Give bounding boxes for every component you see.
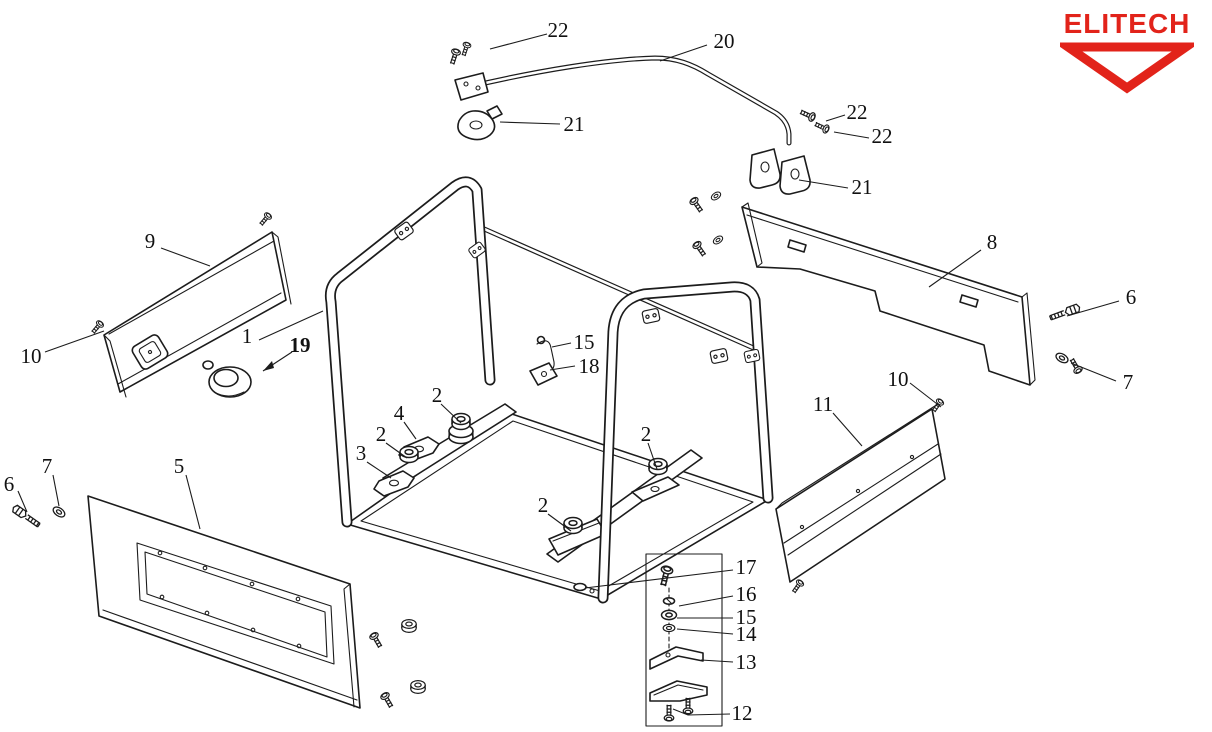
part-2-nut bbox=[563, 516, 583, 535]
callout-3: 3 bbox=[356, 441, 367, 465]
callout-16: 16 bbox=[736, 582, 757, 606]
callout-20: 20 bbox=[714, 29, 735, 53]
part-13-bracket bbox=[649, 646, 704, 670]
callout-1: 1 bbox=[242, 324, 253, 348]
callout-9: 9 bbox=[145, 229, 156, 253]
part-1-frame bbox=[324, 176, 774, 604]
inset-box bbox=[645, 553, 723, 727]
callout-2: 2 bbox=[376, 422, 387, 446]
part-12-foot bbox=[649, 680, 708, 702]
part-15-washer bbox=[660, 609, 678, 621]
part-16-spring-washer bbox=[662, 596, 676, 605]
part-5-side-panel bbox=[87, 495, 361, 709]
arrowhead-19 bbox=[263, 361, 274, 371]
callout-2: 2 bbox=[432, 383, 443, 407]
part-18-bracket bbox=[529, 362, 558, 386]
part-12-bolt bbox=[663, 704, 675, 722]
callout-14: 14 bbox=[736, 622, 758, 646]
callout-15: 15 bbox=[736, 605, 757, 629]
leader-lines bbox=[17, 33, 1120, 716]
part-17-bolt bbox=[656, 564, 675, 588]
part-7-washer-left bbox=[50, 504, 68, 520]
callout-19: 19 bbox=[290, 333, 311, 357]
callout-21: 21 bbox=[852, 175, 873, 199]
panel-8-fasteners bbox=[688, 189, 725, 259]
callout-4: 4 bbox=[394, 401, 405, 425]
callout-13: 13 bbox=[736, 650, 757, 674]
callout-labels: 22 20 21 22 22 21 9 8 6 1 19 10 15 18 7 … bbox=[4, 18, 1137, 725]
part-7-washer-right bbox=[1053, 350, 1084, 376]
brand-name: ELITECH bbox=[1063, 8, 1191, 39]
part-11-rear-panel bbox=[775, 403, 946, 583]
part-2-nut bbox=[451, 412, 471, 431]
part-19-grommet bbox=[202, 360, 252, 398]
callout-17: 17 bbox=[736, 555, 757, 579]
brand-triangle-icon bbox=[1060, 42, 1194, 94]
callout-7: 7 bbox=[42, 454, 53, 478]
part-21-clamp-left bbox=[457, 105, 503, 141]
callout-6: 6 bbox=[4, 472, 15, 496]
part-6-bolt-left bbox=[10, 503, 42, 530]
inset-detail bbox=[645, 553, 723, 727]
part-21-bracket-right bbox=[749, 148, 811, 195]
panel-5-fasteners bbox=[368, 618, 426, 710]
callout-15: 15 bbox=[574, 330, 595, 354]
part-22-screws-right bbox=[798, 107, 831, 135]
part-22-screws-top bbox=[447, 40, 473, 66]
callout-8: 8 bbox=[987, 230, 998, 254]
callout-12: 12 bbox=[732, 701, 753, 725]
part-8-side-panel bbox=[741, 202, 1036, 386]
part-9-rear-panel bbox=[103, 231, 292, 398]
callout-7: 7 bbox=[1123, 370, 1134, 394]
mount-bracket-right bbox=[631, 476, 680, 502]
callout-21: 21 bbox=[564, 112, 585, 136]
callout-22: 22 bbox=[548, 18, 569, 42]
callout-10: 10 bbox=[888, 367, 909, 391]
part-14-washer bbox=[662, 623, 676, 633]
callout-18: 18 bbox=[579, 354, 600, 378]
callout-22: 22 bbox=[872, 124, 893, 148]
part-3-mount bbox=[373, 470, 415, 497]
callout-5: 5 bbox=[174, 454, 185, 478]
callout-11: 11 bbox=[813, 392, 833, 416]
part-2-nut bbox=[648, 457, 668, 476]
part-20-support-bar bbox=[454, 55, 792, 146]
callout-2: 2 bbox=[538, 493, 549, 517]
callout-6: 6 bbox=[1126, 285, 1137, 309]
brand-logo: ELITECH bbox=[1056, 10, 1198, 95]
part-6-bolt-right bbox=[1048, 302, 1082, 323]
callout-22: 22 bbox=[847, 100, 868, 124]
callout-10: 10 bbox=[21, 344, 42, 368]
callout-2: 2 bbox=[641, 422, 652, 446]
